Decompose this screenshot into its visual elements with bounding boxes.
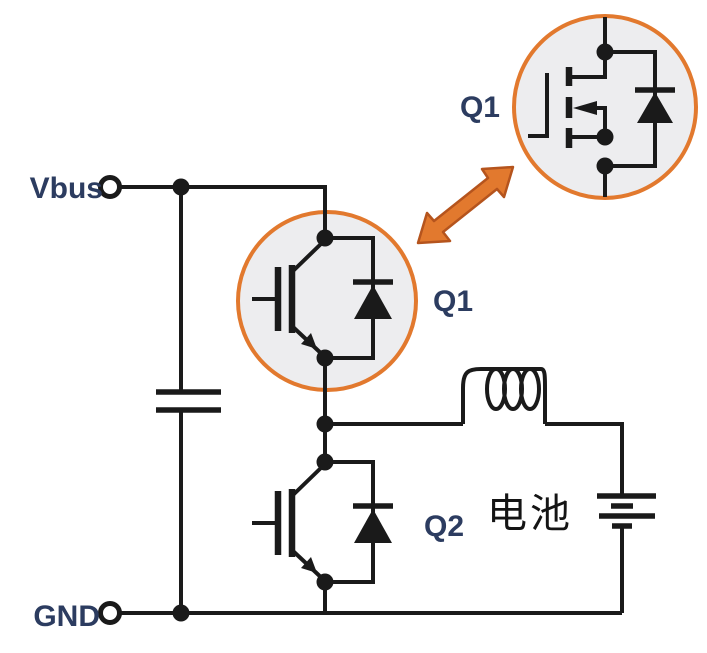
junction-dot — [596, 43, 614, 61]
capacitor-icon — [156, 389, 221, 413]
mosfet-gate-lead — [528, 73, 549, 138]
battery-icon — [597, 493, 656, 529]
zoom-double-arrow-icon — [416, 165, 515, 245]
q2-igbt-with-diode-icon — [252, 454, 393, 591]
inductor-right-wire — [545, 422, 624, 495]
junction-dot — [596, 128, 614, 146]
inductor-loop — [519, 367, 541, 411]
junction-dot — [172, 178, 190, 196]
inductor-icon — [461, 367, 547, 424]
mosfet-body-arrow — [573, 101, 597, 115]
battery-label: 电池 — [487, 491, 573, 537]
junction-dot — [596, 157, 614, 175]
q2-label: Q2 — [424, 510, 464, 543]
gnd-label: GND — [33, 600, 100, 633]
junction-dot — [172, 604, 190, 622]
mosfet-body-stub — [593, 106, 607, 136]
diode-icon — [637, 92, 673, 123]
vbus-label: Vbus — [30, 172, 103, 205]
q1-mosfet-with-diode-icon — [528, 43, 675, 175]
q1-zoom-label: Q1 — [460, 91, 500, 124]
q1-label: Q1 — [433, 285, 473, 318]
junction-dot — [316, 415, 334, 433]
gnd-terminal — [98, 601, 122, 625]
vbus-terminal — [98, 175, 122, 199]
